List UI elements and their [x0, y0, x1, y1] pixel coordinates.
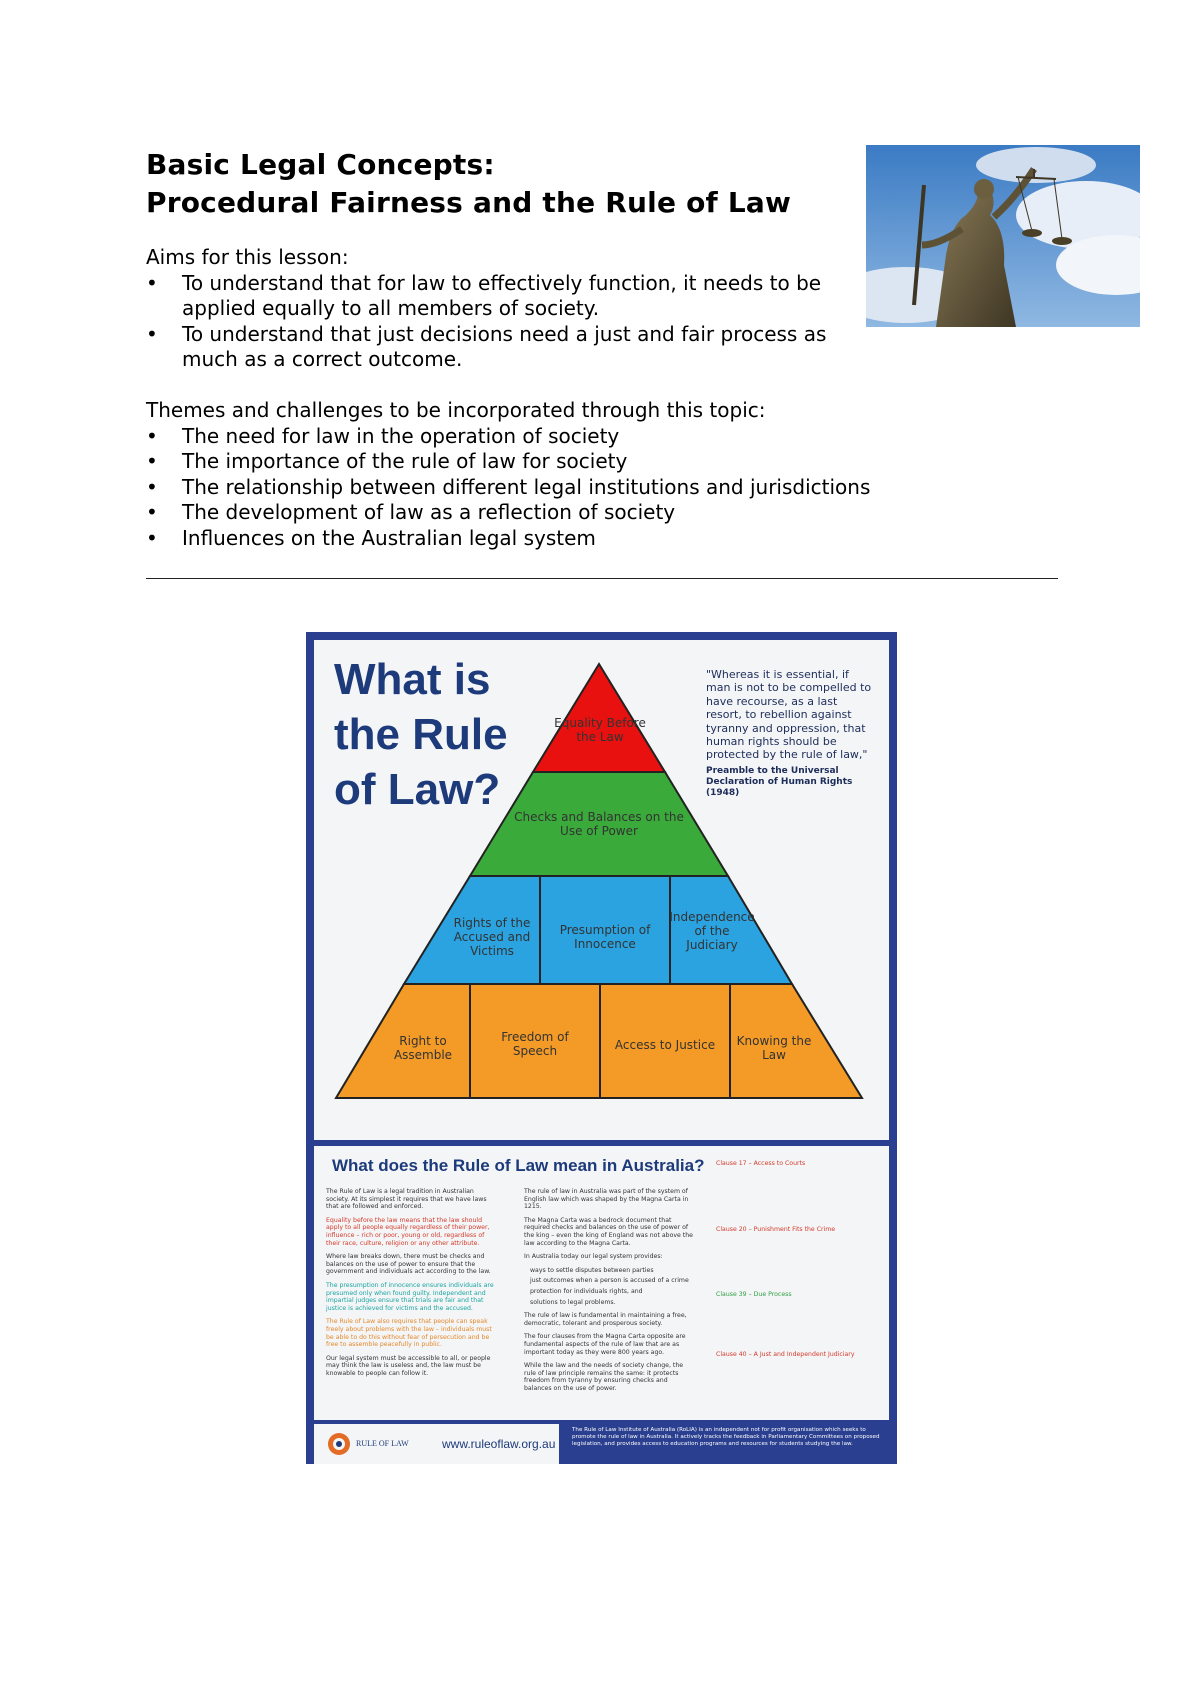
bullet-icon: • [146, 525, 158, 550]
pyramid-label-tier1: Equality Before the Law [554, 716, 646, 744]
pyramid-label-tier4-2: Freedom of Speech [501, 1030, 569, 1058]
themes-heading: Themes and challenges to be incorporated… [146, 398, 766, 422]
themes-item: •Influences on the Australian legal syst… [146, 525, 596, 550]
title-line-2: Procedural Fairness and the Rule of Law [146, 186, 792, 219]
pyramid-label-tier4-1: Right to Assemble [393, 1034, 453, 1062]
pyramid-label-tier4-4: Knowing the Law [736, 1034, 812, 1062]
poster-quote: "Whereas it is essential, if man is not … [706, 668, 872, 762]
themes-item: •The importance of the rule of law for s… [146, 449, 628, 473]
aims-list: • To understand that for law to effectiv… [146, 271, 882, 373]
aims-item: • To understand that for law to effectiv… [146, 270, 822, 321]
pyramid-label-tier2: Checks and Balances on the Use of Power [514, 810, 684, 838]
bullet-icon: • [146, 321, 158, 346]
pyramid-label-tier3-2: Presumption of Innocence [559, 923, 651, 951]
rule-of-law-poster: What is the Rule of Law? "Whereas it is … [306, 632, 897, 1464]
themes-section: Themes and challenges to be incorporated… [146, 398, 870, 551]
themes-list: •The need for law in the operation of so… [146, 424, 870, 552]
bullet-icon: • [146, 474, 158, 499]
aims-section: Aims for this lesson: • To understand th… [146, 245, 882, 373]
pyramid-label-tier3-3: Independence of the Judiciary [669, 910, 755, 952]
poster-bottom-heading: What does the Rule of Law mean in Austra… [332, 1156, 705, 1175]
poster-top-panel: What is the Rule of Law? "Whereas it is … [314, 640, 889, 1140]
bullet-icon: • [146, 500, 158, 524]
themes-item: •The relationship between different lega… [146, 474, 871, 499]
title-line-1: Basic Legal Concepts: [146, 148, 495, 181]
pyramid-label-tier4-3: Access to Justice [614, 1038, 716, 1052]
poster-footer-text: The Rule of Law Institute of Australia (… [572, 1427, 880, 1447]
rule-of-law-logo: RULE OF LAW [326, 1431, 426, 1457]
pyramid-diagram [334, 662, 864, 1099]
pyramid-tier-4-2 [469, 983, 601, 1099]
themes-item: •The need for law in the operation of so… [146, 423, 620, 448]
aims-item: • To understand that just decisions need… [146, 321, 827, 372]
themes-item: •The development of law as a reflection … [146, 500, 676, 524]
logo-text: RULE OF LAW [356, 1439, 409, 1448]
bullet-icon: • [146, 270, 158, 295]
page-title: Basic Legal Concepts: Procedural Fairnes… [146, 146, 791, 222]
pyramid-label-tier3-1: Rights of the Accused and Victims [453, 916, 531, 958]
poster-title: What is the Rule of Law? [334, 655, 508, 814]
poster-bottom-panel: What does the Rule of Law mean in Austra… [314, 1146, 889, 1420]
bullet-icon: • [146, 423, 158, 448]
lady-justice-photo [866, 145, 1140, 327]
pyramid-tier-4-4 [729, 983, 864, 1099]
aims-heading: Aims for this lesson: [146, 245, 349, 269]
horizontal-divider [146, 578, 1058, 579]
poster-column-3: Clause 17 – Access to Courts Clause 20 –… [716, 1160, 855, 1358]
poster-column-2: The rule of law in Australia was part of… [524, 1188, 693, 1392]
poster-column-1: The Rule of Law is a legal tradition in … [326, 1188, 494, 1377]
poster-footer: RULE OF LAW www.ruleoflaw.org.au The Rul… [306, 1424, 897, 1464]
bullet-icon: • [146, 449, 158, 473]
poster-url-link[interactable]: www.ruleoflaw.org.au [442, 1437, 556, 1451]
poster-quote-source: Preamble to the Universal Declaration of… [706, 766, 853, 798]
